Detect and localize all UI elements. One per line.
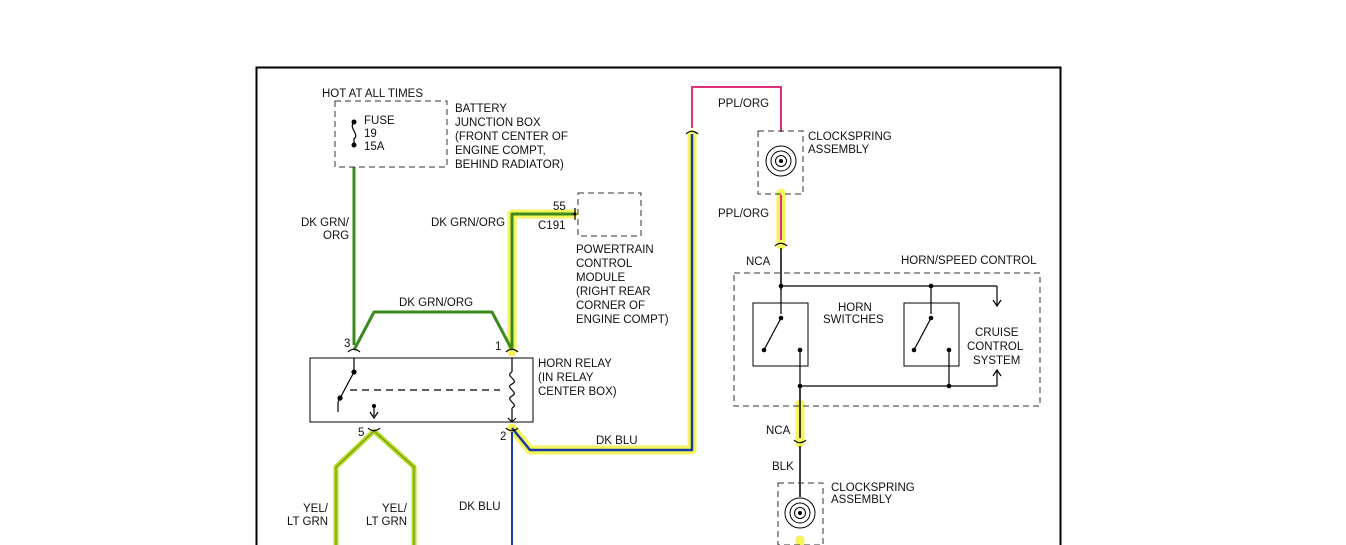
pin-3-label: 3 (344, 338, 350, 350)
pin-1-label: 1 (495, 341, 501, 353)
wire-label-dk-grn-org-mid: DK GRN/ORG (399, 297, 473, 309)
dk-blu-top-connector (685, 130, 699, 135)
wire-label-yel-lt-grn-right: YEL/ LT GRN (366, 503, 410, 528)
horn-switch-circuit (763, 285, 1002, 387)
clockspring-top-icon (765, 145, 797, 177)
wire-label-dk-grn-org-left: DK GRN/ ORG (301, 217, 352, 242)
battery-junction-box-label: BATTERY JUNCTION BOX (FRONT CENTER OF EN… (455, 103, 571, 171)
nca-bottom-connector (793, 439, 807, 444)
pin-55-label: 55 (553, 201, 566, 213)
clockspring-bottom-box (777, 482, 824, 545)
connector-c191-label: C191 (538, 220, 566, 232)
highlight-layer (507, 129, 805, 545)
clockspring-bottom-label: CLOCKSPRING ASSEMBLY (831, 482, 918, 506)
horn-switches-label: HORN SWITCHES (823, 302, 884, 326)
pin-5-label: 5 (358, 427, 364, 439)
hot-at-all-times-label: HOT AT ALL TIMES (322, 88, 423, 100)
horn-relay-label: HORN RELAY (IN RELAY CENTER BOX) (538, 358, 617, 398)
pcm-box (577, 192, 642, 237)
wire-dk-blu-horn (511, 134, 694, 452)
wire-label-dk-blu-down: DK BLU (459, 501, 501, 513)
pcm-label: POWERTRAIN CONTROL MODULE (RIGHT REAR CO… (576, 244, 669, 326)
nca-bottom-label: NCA (766, 425, 791, 437)
wire-label-ppl-org-mid: PPL/ORG (718, 208, 769, 220)
clockspring-bottom-icon (784, 497, 816, 529)
relay-connectors (347, 348, 519, 432)
diagram-frame (255, 66, 1062, 545)
wire-ppl-org-top (691, 86, 782, 132)
highlight-pcm-wire (507, 209, 578, 357)
wire-dk-grn-org-jumper (352, 310, 514, 351)
horn-speed-control-label: HORN/SPEED CONTROL (901, 255, 1037, 267)
pcm-connector-symbol (572, 208, 577, 220)
nca-top-connector (774, 242, 788, 247)
fuse-symbol (351, 119, 357, 148)
nca-top-label: NCA (746, 256, 771, 268)
wire-label-yel-lt-grn-left: YEL/ LT GRN (287, 503, 331, 528)
wire-label-blk: BLK (772, 461, 794, 473)
clockspring-top-box (757, 130, 804, 195)
clockspring-top-label: CLOCKSPRING ASSEMBLY (808, 131, 895, 156)
horn-switch-2-box (903, 302, 960, 367)
pin-2-label: 2 (500, 431, 506, 443)
wire-label-dk-grn-org-top: DK GRN/ORG (431, 217, 505, 229)
relay-contact-dot (372, 404, 376, 408)
wire-label-ppl-org-top: PPL/ORG (718, 98, 769, 110)
cruise-control-system-label: CRUISE CONTROL SYSTEM (967, 327, 1026, 367)
wire-dk-grn-org-pcm (510, 212, 573, 350)
horn-switch-dots (761, 283, 952, 389)
wire-label-dk-blu-right: DK BLU (596, 435, 638, 447)
horn-switch-1-box (752, 302, 809, 367)
horn-speed-control-box (733, 272, 1041, 407)
battery-junction-box (334, 100, 448, 168)
fuse-label: FUSE 19 15A (364, 115, 398, 153)
